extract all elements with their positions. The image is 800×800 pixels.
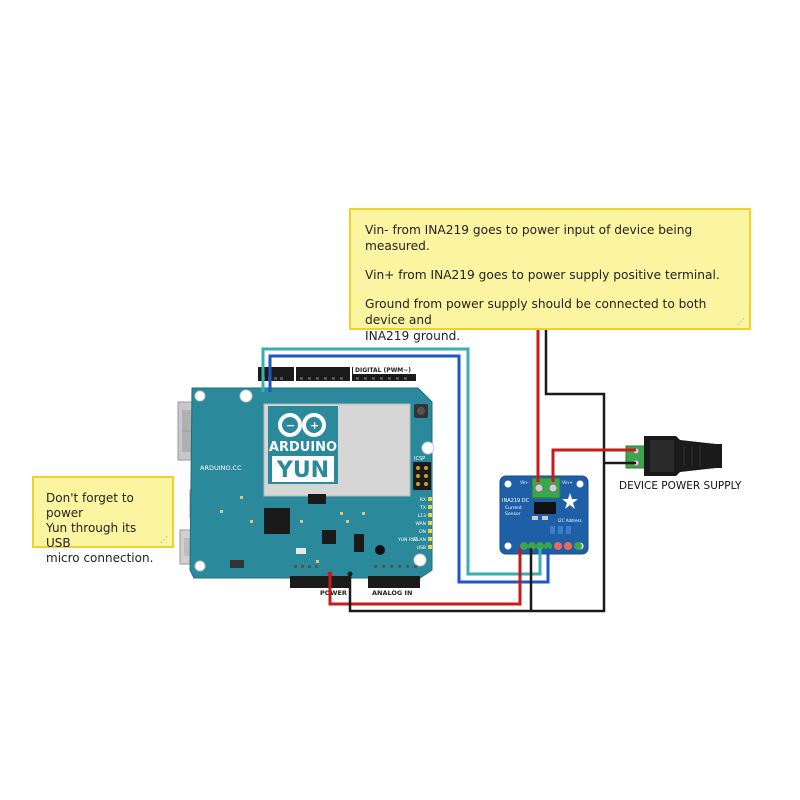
svg-text:WLAN: WLAN [412, 537, 426, 543]
icsp-header [413, 462, 431, 490]
note-usb-text: Don't forget to power Yun through its US… [46, 491, 154, 565]
digital-header-left [258, 367, 294, 381]
yun-rst-button[interactable] [375, 545, 385, 555]
device-power-supply-label: DEVICE POWER SUPPLY [619, 480, 742, 492]
logo-brand-text: ARDUINO [269, 440, 337, 455]
icsp-label: ICSP [414, 456, 425, 462]
ina219-sensor-board: Vin- Vin+ INA219 DC Current Sensor I2C A… [499, 475, 589, 555]
resize-grip-icon[interactable]: ⋰ [737, 317, 745, 326]
wire-black-ground-1 [348, 330, 606, 613]
i2c-label: I2C Address [558, 518, 582, 523]
svg-text:Sensor: Sensor [505, 511, 521, 517]
power-header-label: POWER [320, 589, 347, 597]
logo-model-text: YUN [276, 458, 329, 483]
wire-red-5v [328, 548, 522, 606]
site-text: ARDUINO.CC [200, 464, 242, 472]
yun-rst-label: YUN RST [397, 537, 418, 543]
resize-grip-icon[interactable]: ⋰ [160, 535, 168, 544]
note-wiring-instructions: Vin- from INA219 goes to power input of … [349, 208, 751, 343]
note-line-vin-plus: Vin+ from INA219 goes to power supply po… [365, 268, 720, 282]
svg-text:Current: Current [505, 505, 522, 511]
screw-terminal [531, 477, 561, 499]
svg-text:USB: USB [417, 545, 426, 551]
note-line-vin-minus: Vin- from INA219 goes to power input of … [365, 223, 693, 253]
power-jack [625, 436, 722, 476]
arduino-yun-board: − + ARDUINO YUN ARDUINO.CC DIGITAL (PWM~… [177, 365, 435, 597]
svg-text:L13: L13 [418, 513, 426, 519]
main-chip [264, 508, 290, 534]
wire-red-vin-plus [551, 448, 636, 482]
vin-plus-label: Vin+ [562, 480, 573, 486]
sensor-title: INA219 DC [502, 498, 530, 504]
svg-text:+: + [310, 419, 319, 432]
note-usb-power: Don't forget to power Yun through its US… [32, 476, 174, 565]
svg-text:WAN: WAN [415, 521, 426, 527]
wire-blue-sda [268, 354, 550, 584]
note-line-ground: Ground from power supply should be conne… [365, 297, 707, 343]
svg-text:ON: ON [419, 529, 426, 535]
power-header [290, 576, 350, 588]
wire-teal-scl [261, 347, 542, 576]
digital-header-label: DIGITAL (PWM~) [355, 367, 411, 374]
vin-minus-label: Vin- [520, 480, 529, 486]
analog-header [368, 576, 420, 588]
svg-text:RX: RX [420, 497, 426, 503]
analog-header-label: ANALOG IN [372, 589, 412, 597]
status-leds: RX TX L13 WAN ON WLAN USB [412, 497, 432, 551]
svg-text:−: − [286, 419, 295, 432]
svg-text:TX: TX [419, 505, 426, 511]
